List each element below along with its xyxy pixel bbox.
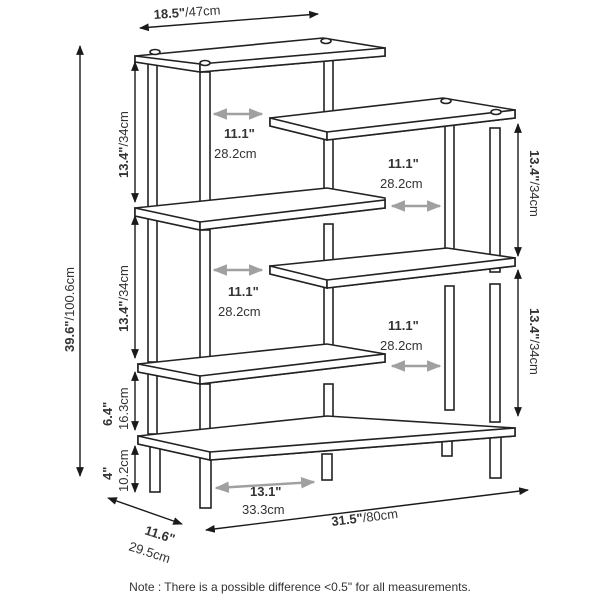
bottom-gap-cm: 33.3cm	[242, 502, 285, 517]
post	[489, 127, 501, 273]
right-upper-height-cm: /34cm	[527, 181, 542, 216]
top-width-cm: /47cm	[185, 2, 221, 19]
post	[147, 61, 158, 211]
post	[489, 283, 501, 423]
post	[323, 223, 334, 355]
total-height-in: 39.6"	[62, 321, 77, 352]
left-low-height-cm: 16.3cm	[116, 387, 131, 430]
right-lower-height-cm: /34cm	[527, 339, 542, 374]
total-width-in: 31.5"	[331, 510, 364, 529]
left-base-height-in: 4"	[100, 467, 115, 480]
left-low-height-in: 6.4"	[100, 402, 115, 426]
gap-3-cm: 28.2cm	[218, 304, 261, 319]
shelf-unit	[134, 37, 516, 509]
gap-3-in: 11.1"	[228, 284, 259, 299]
post	[321, 453, 333, 481]
right-lower-height-in: 13.4"	[527, 308, 542, 339]
bottom-gap-in: 13.1"	[250, 484, 281, 499]
gap-2-in: 11.1"	[388, 156, 419, 171]
gap-2-cm: 28.2cm	[380, 176, 423, 191]
right-upper-height-in: 13.4"	[527, 150, 542, 181]
post	[147, 215, 158, 363]
left-mid-height-in: 13.4"	[116, 301, 131, 332]
left-mid-height-cm: /34cm	[116, 265, 131, 300]
dimension-labels: 18.5"/47cm 39.6"/100.6cm 13.4"/34cm 13.4…	[62, 2, 542, 566]
post	[199, 229, 211, 377]
measurement-note: Note : There is a possible difference <0…	[129, 580, 471, 594]
post	[444, 123, 455, 255]
post	[149, 443, 161, 493]
svg-text:13.4"/34cm: 13.4"/34cm	[527, 308, 542, 375]
top-width-in: 18.5"	[153, 5, 185, 22]
left-base-height-cm: 10.2cm	[116, 449, 131, 492]
total-width-cm: /80cm	[362, 506, 399, 525]
total-height-cm: /100.6cm	[62, 267, 77, 320]
inner-gap-arrows	[212, 108, 442, 493]
post	[489, 433, 502, 479]
depth-in: 11.6"	[143, 523, 177, 547]
left-upper-height-in: 13.4"	[116, 147, 131, 178]
gap-4-in: 11.1"	[388, 318, 419, 333]
svg-text:18.5"/47cm: 18.5"/47cm	[153, 2, 221, 22]
svg-text:13.4"/34cm: 13.4"/34cm	[116, 265, 131, 332]
gap-1-in: 11.1"	[224, 126, 255, 141]
svg-text:13.4"/34cm: 13.4"/34cm	[116, 111, 131, 178]
svg-text:39.6"/100.6cm: 39.6"/100.6cm	[62, 267, 77, 352]
gap-1-cm: 28.2cm	[214, 146, 257, 161]
post	[199, 457, 212, 509]
dimension-lines	[76, 10, 529, 533]
left-upper-height-cm: /34cm	[116, 111, 131, 146]
svg-text:31.5"/80cm: 31.5"/80cm	[331, 506, 399, 529]
post	[444, 285, 455, 411]
post	[147, 369, 158, 435]
gap-4-cm: 28.2cm	[380, 338, 423, 353]
svg-text:13.4"/34cm: 13.4"/34cm	[527, 150, 542, 217]
